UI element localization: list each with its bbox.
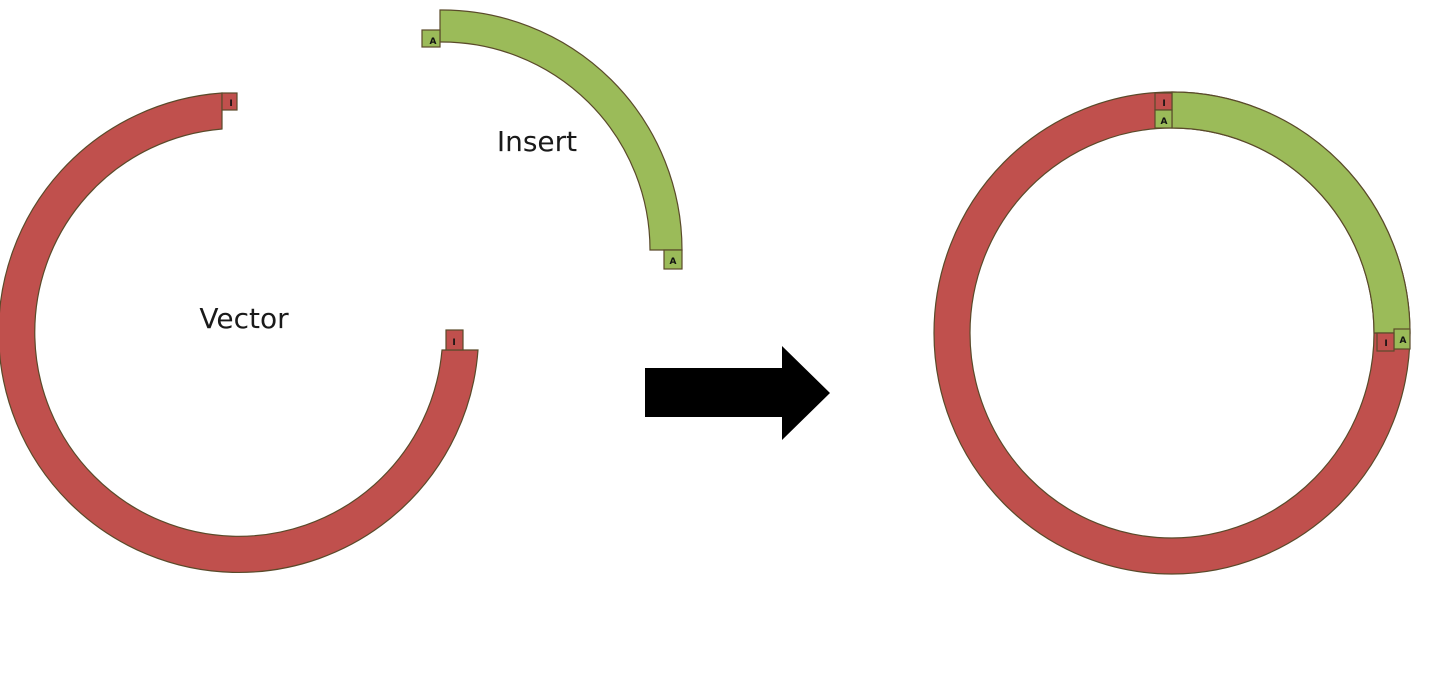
insert-fragment: A A Insert: [421, 9, 683, 270]
vector-right-end-mark: I: [452, 338, 455, 348]
plasmid-right-vector-mark: I: [1384, 339, 1387, 349]
insert-bottom-sticky-end: [663, 249, 683, 270]
vector-label: Vector: [199, 302, 289, 335]
vector-right-sticky-end: [445, 329, 464, 351]
insert-label: Insert: [497, 125, 577, 158]
insert-bottom-end-mark: A: [670, 257, 677, 267]
insert-left-end-mark: A: [430, 37, 437, 47]
vector-top-sticky-end: [221, 92, 238, 111]
plasmid-insert-segment: [1171, 91, 1411, 334]
recombinant-plasmid: I A A I: [933, 91, 1411, 575]
plasmid-right-vector-step: [1376, 332, 1395, 352]
vector-open-arc: [0, 92, 479, 574]
vector-open: I I Vector: [0, 92, 479, 574]
plasmid-top-insert-step: [1154, 109, 1173, 129]
plasmid-top-vector-mark: I: [1162, 99, 1165, 109]
insert-left-sticky-end: [421, 29, 441, 48]
plasmid-top-insert-mark: A: [1161, 117, 1168, 127]
right-arrow-icon: [645, 346, 830, 440]
plasmid-right-insert-mark: A: [1400, 336, 1407, 346]
vector-top-end-mark: I: [229, 99, 232, 109]
